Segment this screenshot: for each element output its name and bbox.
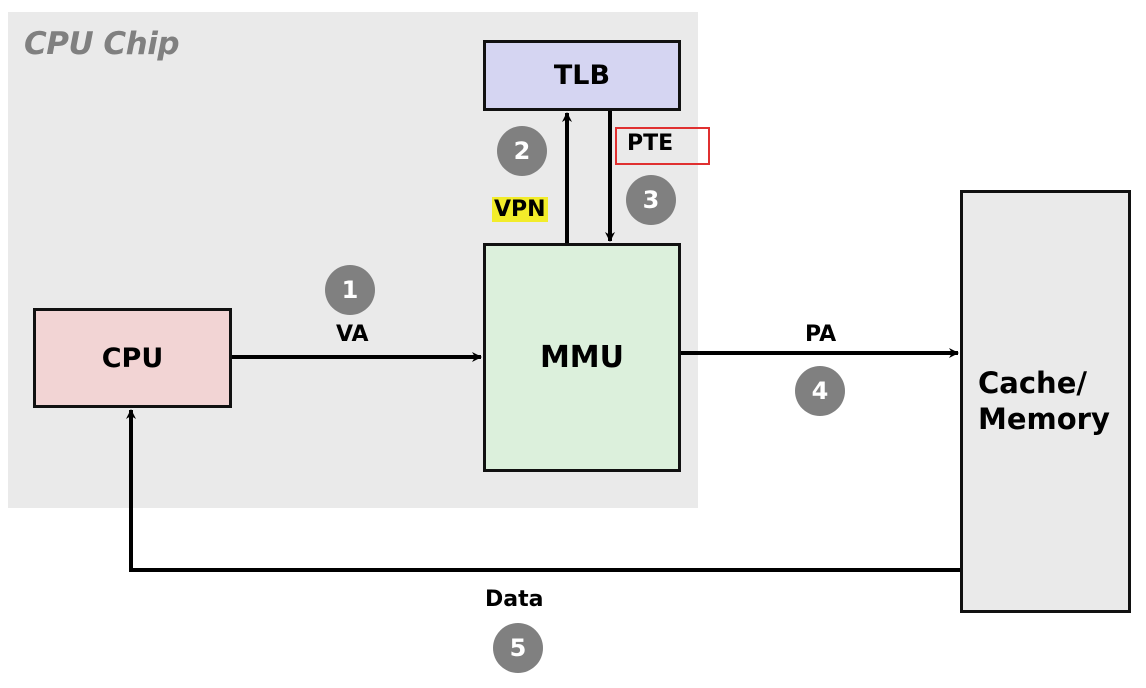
mmu-box: MMU xyxy=(483,243,681,472)
memory-label-line1: Cache/ xyxy=(978,366,1087,401)
pte-highlight-box xyxy=(615,127,710,165)
step-badge-3: 3 xyxy=(626,175,676,225)
cache-memory-box: Cache/ Memory xyxy=(960,190,1131,613)
mmu-label: MMU xyxy=(539,340,625,375)
tlb-label: TLB xyxy=(553,60,611,91)
step-badge-4: 4 xyxy=(795,366,845,416)
pa-label: PA xyxy=(805,322,837,347)
va-label: VA xyxy=(336,322,369,347)
cpu-box: CPU xyxy=(33,308,232,408)
step-badge-2: 2 xyxy=(497,126,547,176)
pte-label: PTE xyxy=(627,131,674,156)
step-badge-1: 1 xyxy=(325,265,375,315)
step-badge-5: 5 xyxy=(493,623,543,673)
tlb-box: TLB xyxy=(483,40,681,111)
data-return-arrow xyxy=(126,409,960,572)
cpu-label: CPU xyxy=(101,342,164,374)
data-label: Data xyxy=(485,587,544,612)
vpn-label: VPN xyxy=(492,197,548,222)
cpu-chip-label: CPU Chip xyxy=(24,26,180,62)
memory-label-line2: Memory xyxy=(978,401,1110,436)
